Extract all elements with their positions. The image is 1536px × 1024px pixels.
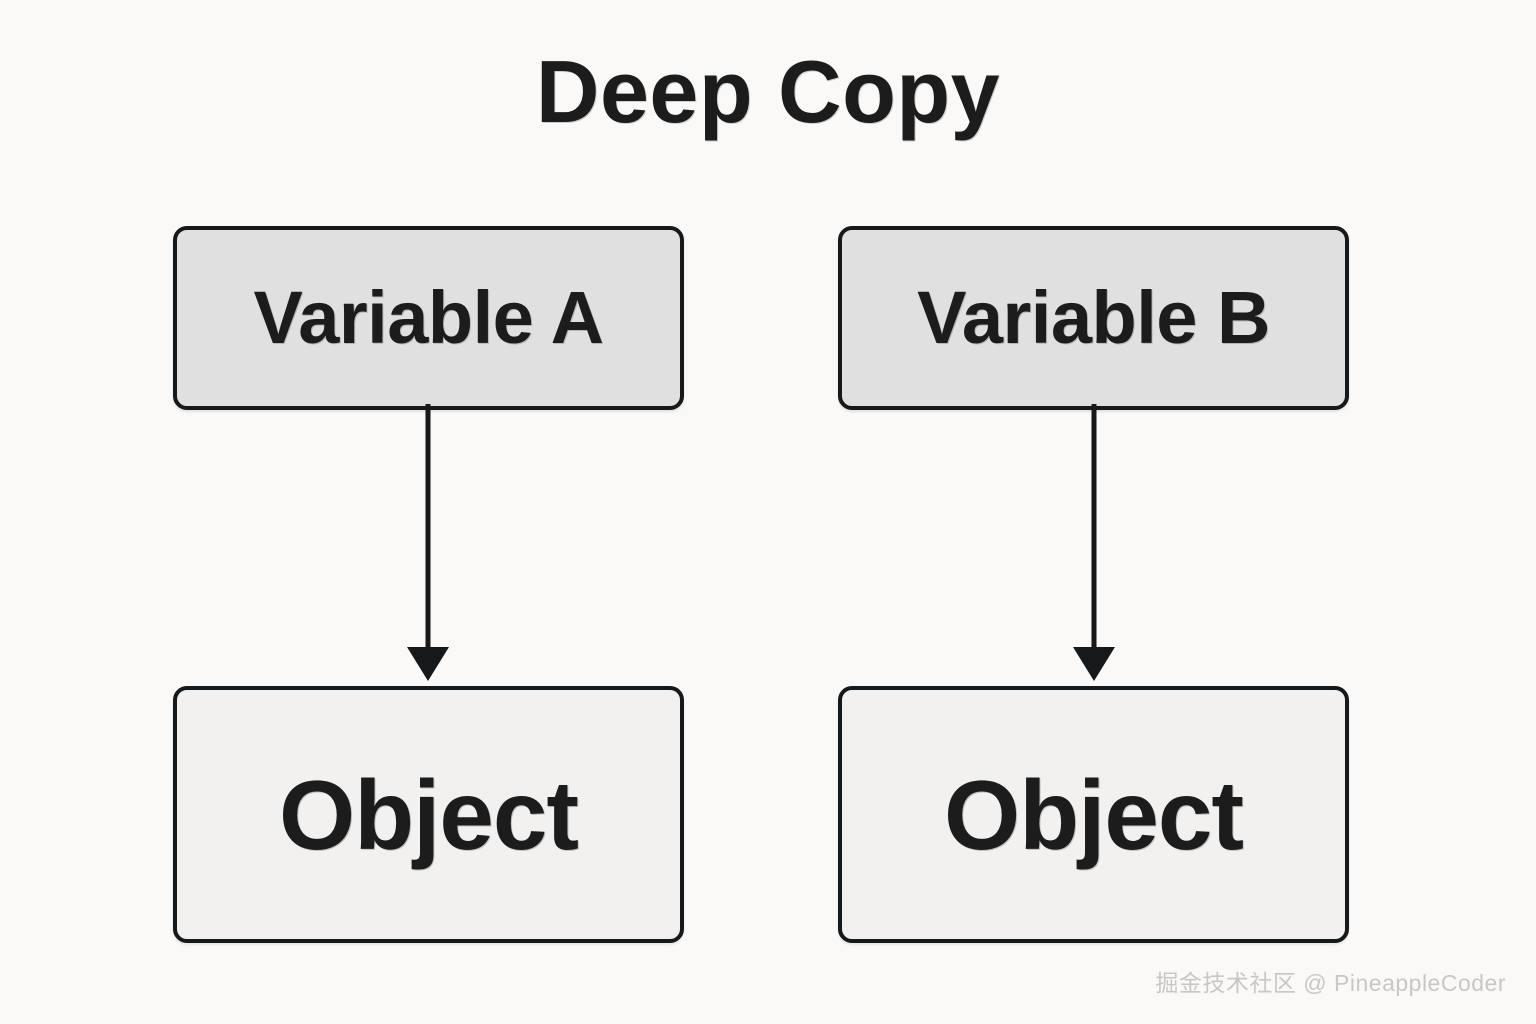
arrow-variable-a-to-object [407,404,449,681]
arrow-variable-b-to-object [1073,404,1115,681]
node-variable-b: Variable B [838,226,1349,410]
node-variable-b-label: Variable B [917,276,1270,359]
node-variable-a: Variable A [173,226,684,410]
node-object-a: Object [173,686,684,943]
node-object-b-label: Object [944,759,1244,870]
node-variable-a-label: Variable A [253,276,604,359]
watermark: 掘金技术社区 @ PineappleCoder [1155,970,1506,996]
page-title: Deep Copy [535,42,1001,141]
node-object-b: Object [838,686,1349,943]
node-object-a-label: Object [279,759,579,870]
